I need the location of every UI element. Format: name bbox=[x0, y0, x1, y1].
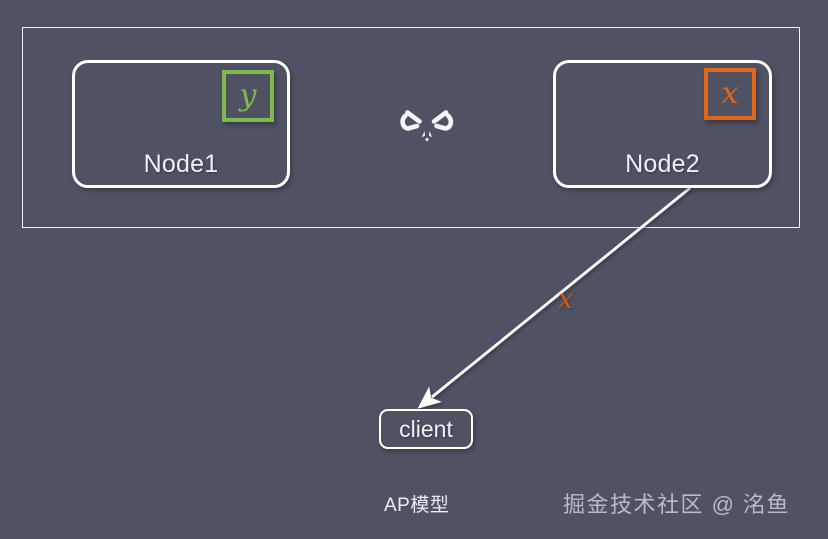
client-label: client bbox=[399, 415, 453, 442]
diagram-caption: AP模型 bbox=[384, 495, 450, 516]
client-box[interactable]: client bbox=[379, 409, 473, 449]
edge-label-x: x bbox=[558, 284, 574, 315]
watermark-text: 掘金技术社区 @ 洺鱼 bbox=[563, 492, 791, 517]
node-box-node2[interactable]: x Node2 bbox=[553, 60, 772, 188]
value-chip-x-text: x bbox=[721, 76, 739, 111]
broken-link-icon bbox=[397, 103, 457, 147]
value-chip-y: y bbox=[222, 70, 274, 122]
node-cluster-boundary bbox=[22, 27, 800, 228]
value-chip-x: x bbox=[704, 68, 756, 120]
node-label-node2: Node2 bbox=[625, 150, 700, 178]
node-box-node1[interactable]: y Node1 bbox=[72, 60, 290, 188]
value-chip-y-text: y bbox=[239, 78, 257, 113]
edge-node2-client bbox=[417, 186, 691, 409]
node-label-node1: Node1 bbox=[143, 150, 219, 178]
